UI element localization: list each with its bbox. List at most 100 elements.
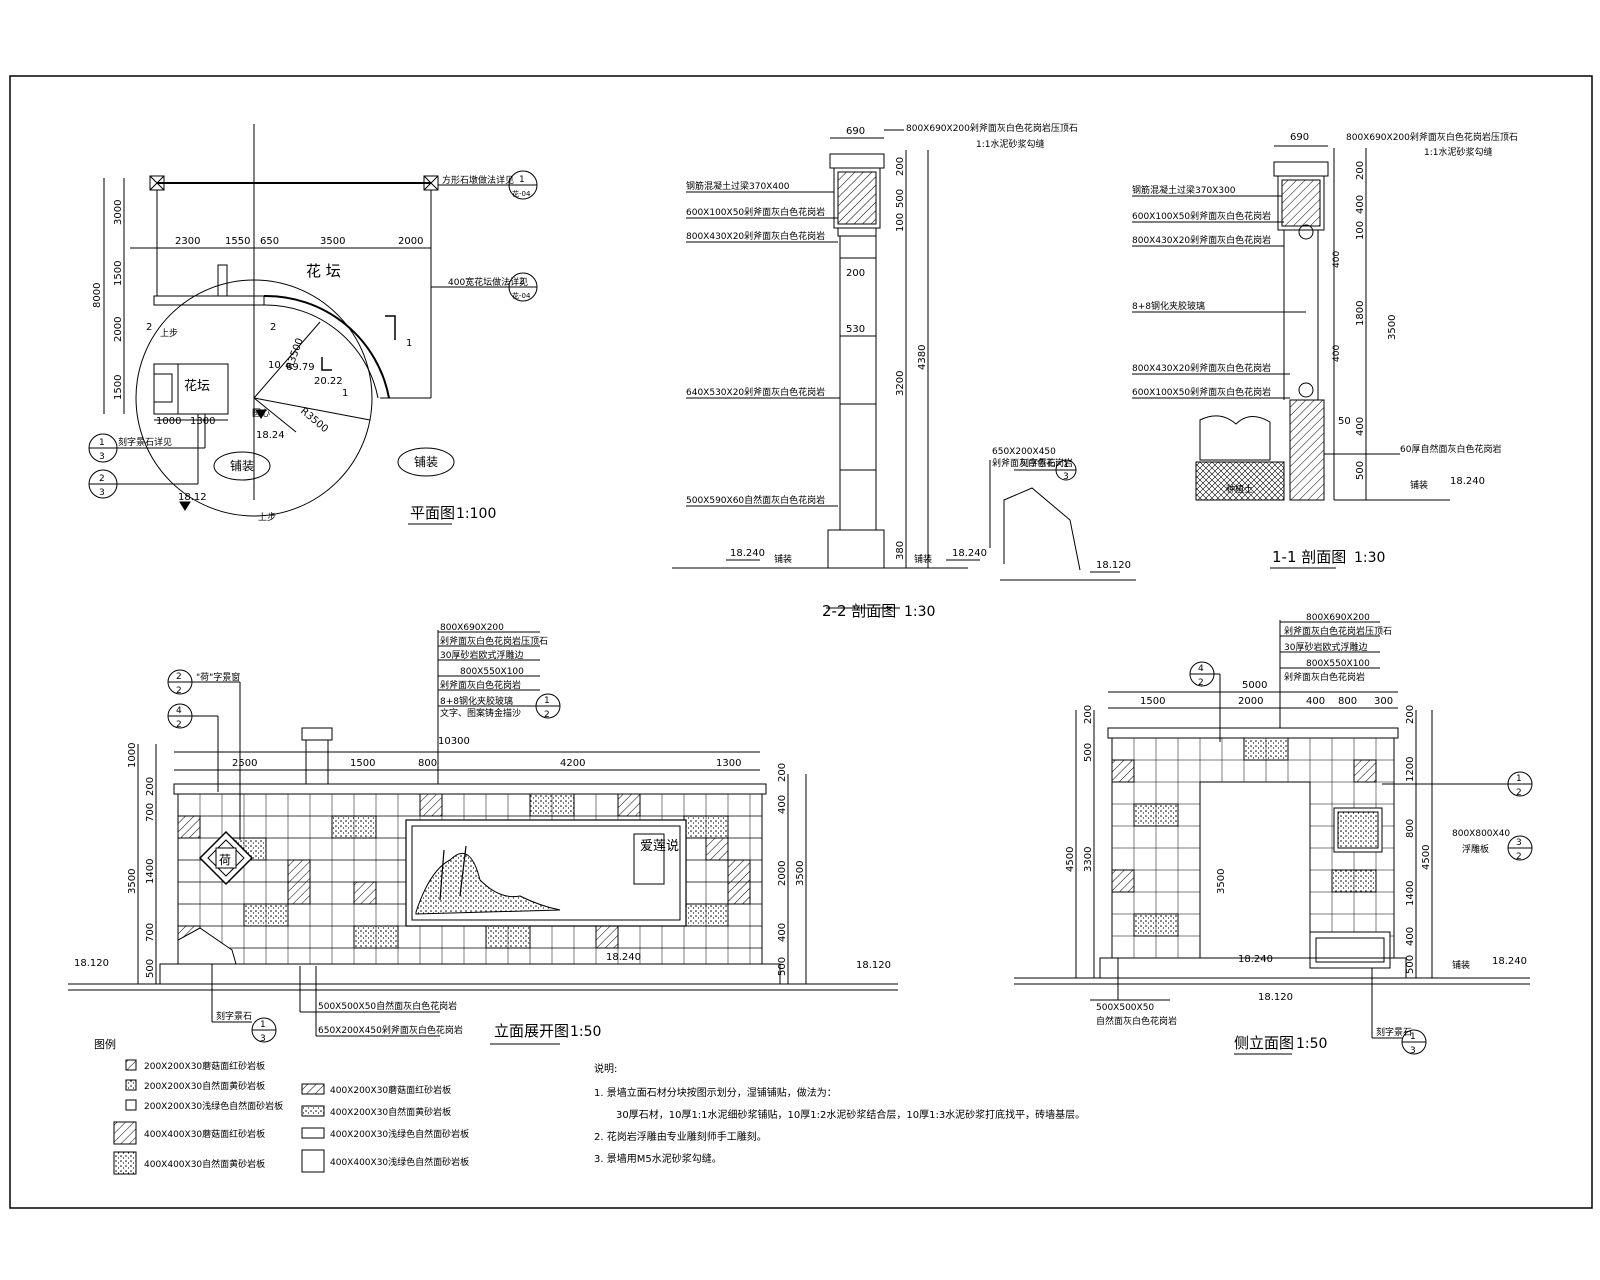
s11-label-7: 800X430X20剁斧面灰白色花岗岩 xyxy=(1132,362,1271,374)
elev-callout-a-bottom: 2 xyxy=(176,686,182,696)
elev-bottom-label-3: 650X200X450剁斧面灰白色花岗岩 xyxy=(318,1024,463,1036)
side-dim-l5: 3500 xyxy=(1216,869,1227,894)
side-elevation-texts: 5000 1500 2000 400 800 300 200 500 3300 … xyxy=(1065,613,1527,1056)
elev-callout-d-top: 1 xyxy=(260,1020,266,1030)
side-dim-l4: 4500 xyxy=(1065,847,1076,872)
s22-dim-r2: 500 xyxy=(895,189,906,208)
side-panel-label: 800X800X40 xyxy=(1452,829,1510,839)
plan-dim-5: 2000 xyxy=(398,236,423,247)
elev-bottom-label-1: 刻字景石 xyxy=(216,1010,252,1022)
side-bottom-label-2: 自然面灰白色花岗岩 xyxy=(1096,1015,1177,1027)
s11-scale: 1:30 xyxy=(1354,550,1385,566)
elev-dim-1: 2500 xyxy=(232,758,257,769)
elev-level-3: 18.120 xyxy=(856,960,891,971)
side-callout-b-top: 1 xyxy=(1516,774,1522,784)
s11-paving: 铺装 xyxy=(1410,479,1428,491)
plan-level-1: 18.24 xyxy=(256,430,285,441)
side-level-1: 18.240 xyxy=(1238,954,1273,965)
side-dim-total: 5000 xyxy=(1242,680,1267,691)
plan-note-stone: 刻字景石详见 xyxy=(118,436,172,448)
s22-label-8: 650X200X450 xyxy=(992,447,1056,457)
notes-line-2: 30厚石材，10厚1:1水泥细砂浆铺贴，10厚1:2水泥砂浆结合层，10厚1:3… xyxy=(616,1108,1085,1121)
s11-dim-r5: 3500 xyxy=(1387,315,1398,340)
elev-label-5: 剁斧面灰白色花岗岩 xyxy=(440,679,521,691)
elev-bottom-label-2: 500X500X50自然面灰白色花岗岩 xyxy=(318,1000,457,1012)
plan-section-mark-1: 1 xyxy=(406,338,412,349)
plan-step-up-1: 上步 xyxy=(160,328,178,339)
elev-dim-r6: 500 xyxy=(777,957,788,976)
plan-note-wall: 400宽花坛做法详见 xyxy=(448,276,528,288)
s22-dim-200: 200 xyxy=(846,268,865,279)
elevation-view xyxy=(68,630,898,1045)
elev-label-4: 800X550X100 xyxy=(460,667,524,677)
elev-dim-3: 800 xyxy=(418,758,437,769)
side-dim-r5: 1400 xyxy=(1405,881,1416,906)
elev-dim-r1: 200 xyxy=(777,763,788,782)
elev-label-6: 8+8钢化夹胶玻璃 xyxy=(440,695,513,707)
side-dim-r7: 500 xyxy=(1405,955,1416,974)
plan-paving-label: 铺装 xyxy=(230,459,254,473)
plan-view xyxy=(88,124,538,517)
plan-note-detail: 方形石墩做法详见 xyxy=(442,174,514,186)
elev-dim-r2: 400 xyxy=(777,795,788,814)
plan-dim-bottom-1: 1000 xyxy=(156,416,181,427)
side-dim-r2: 1200 xyxy=(1405,757,1416,782)
side-bottom-label-1: 500X500X50 xyxy=(1096,1003,1154,1013)
elev-dim-l5: 3500 xyxy=(127,869,138,894)
s22-level-3: 18.120 xyxy=(1096,560,1131,571)
plan-dim-3: 650 xyxy=(260,236,279,247)
s11-title: 1-1 剖面图 xyxy=(1272,548,1346,566)
side-dim-1: 1500 xyxy=(1140,696,1165,707)
plan-callout-4-top: 2 xyxy=(99,474,105,484)
notes-line-4: 3. 景墙用M5水泥砂浆勾缝。 xyxy=(594,1152,722,1165)
legend-item-5: 400X400X30自然面黄砂岩板 xyxy=(144,1158,265,1170)
s22-top-dim: 690 xyxy=(846,126,865,137)
legend-item-8: 400X200X30浅绿色自然面砂岩板 xyxy=(330,1128,469,1140)
s22-label-3: 钢筋混凝土过梁370X400 xyxy=(686,180,790,192)
plan-callout-3-bottom: 3 xyxy=(99,452,105,462)
s11-dim-r7: 400 xyxy=(1355,417,1366,436)
side-dim-l3: 3300 xyxy=(1083,847,1094,872)
elev-dim-l3: 700 xyxy=(145,803,156,822)
elev-dim-2: 1500 xyxy=(350,758,375,769)
s22-dim-r1: 200 xyxy=(895,157,906,176)
section-2-2-texts: 690 800X690X200剁斧面灰白色花岗岩压顶石 1:1水泥砂浆勾缝 钢筋… xyxy=(686,122,1131,620)
s11-dim-r6: 50 xyxy=(1338,416,1351,427)
s11-label-5: 800X430X20剁斧面灰白色花岗岩 xyxy=(1132,234,1271,246)
plan-angle-2: 69.79 xyxy=(286,362,315,373)
plan-dim-1: 2300 xyxy=(175,236,200,247)
elev-relief-title: 爱莲说 xyxy=(640,839,679,854)
plan-callout-1-bottom: 花-04 xyxy=(512,189,531,198)
elevation-texts: 10300 2500 1500 800 4200 1300 1000 200 7… xyxy=(74,623,891,1044)
elev-callout-c-bottom: 2 xyxy=(544,710,550,720)
elev-dim-l6: 700 xyxy=(145,923,156,942)
s11-circle-2: 400 xyxy=(1332,345,1342,362)
s22-dim-r3: 100 xyxy=(895,213,906,232)
s22-label-4: 600X100X50剁斧面灰白色花岗岩 xyxy=(686,206,825,218)
side-bottom-label-3: 刻字景石 xyxy=(1376,1026,1412,1038)
s22-label-9: 剁斧面灰白色花岗岩 xyxy=(992,457,1073,469)
plan-callout-2-top: 2 xyxy=(519,277,525,287)
plan-paving-label-2: 铺装 xyxy=(414,455,438,469)
side-dim-5: 300 xyxy=(1374,696,1393,707)
plan-callout-4-bottom: 3 xyxy=(99,488,105,498)
side-dim-2: 2000 xyxy=(1238,696,1263,707)
elev-dim-l1: 1000 xyxy=(127,743,138,768)
side-level-2: 18.120 xyxy=(1258,992,1293,1003)
elev-callout-b-top: 4 xyxy=(176,706,182,716)
notes: 说明: 1. 景墙立面石材分块按图示划分，湿铺铺贴，做法为： 30厚石材，10厚… xyxy=(594,1062,1085,1165)
drawing-border xyxy=(9,75,1593,1209)
notes-title: 说明: xyxy=(594,1062,617,1075)
s22-callout-top: 1 xyxy=(1063,460,1069,470)
plan-dim-left-4: 1500 xyxy=(113,375,124,400)
elev-callout-c-top: 1 xyxy=(544,696,550,706)
elev-dim-r4: 3500 xyxy=(795,861,806,886)
s11-label-9: 60厚自然面灰白色花岗岩 xyxy=(1400,443,1501,455)
section-1-1-texts: 690 800X690X200剁斧面灰白色花岗岩压顶石 1:1水泥砂浆勾缝 钢筋… xyxy=(1132,131,1518,566)
s11-label-2: 1:1水泥砂浆勾缝 xyxy=(1424,146,1493,158)
elev-callout-a-top: 2 xyxy=(176,672,182,682)
plan-dim-left-3: 2000 xyxy=(113,317,124,342)
s22-level-1: 18.240 xyxy=(730,548,765,559)
side-callout-d-top: 1 xyxy=(1410,1032,1416,1042)
elev-callout-b-bottom: 2 xyxy=(176,720,182,730)
